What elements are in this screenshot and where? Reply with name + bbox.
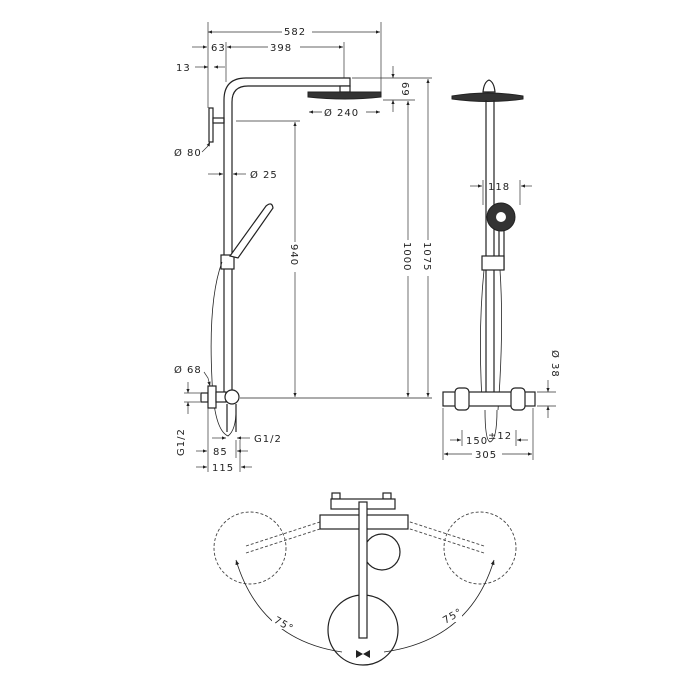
- dim-118: 118: [488, 182, 510, 193]
- head-joint: [339, 85, 351, 93]
- angle-right: 75°: [441, 607, 464, 627]
- top-nut-left: [331, 492, 341, 500]
- dim-69: 69: [399, 82, 410, 97]
- dim-305: 305: [475, 450, 497, 461]
- top-nut-right: [382, 492, 392, 500]
- top-view: 75° 75°: [213, 492, 517, 666]
- wall-bracket: [212, 117, 225, 124]
- dim-80: Ø 80: [174, 147, 202, 159]
- arm-right-dashed: [403, 519, 485, 554]
- hand-shower: [228, 203, 274, 259]
- hand-shower-holder: [220, 254, 235, 270]
- dim-68: Ø 68: [174, 364, 202, 376]
- overhead-shower: [307, 91, 382, 100]
- dim-582: 582: [284, 27, 306, 38]
- hose-front: [480, 269, 502, 411]
- dim-13: 13: [176, 63, 191, 74]
- head-connector: [482, 79, 496, 93]
- dim-63: 63: [211, 43, 226, 54]
- dim-1000: 1000: [401, 242, 412, 271]
- hand-shower-top: [363, 533, 401, 571]
- dim-240: Ø 240: [324, 107, 359, 119]
- arc-left: [235, 559, 343, 653]
- overhead-shower-front: [451, 92, 524, 102]
- outlet-pipe: [226, 404, 237, 432]
- side-view: 582 63 398 13 69 Ø 240 Ø 80 Ø 25 940 100…: [174, 22, 434, 474]
- dim-85: 85: [213, 447, 228, 458]
- mixer-handle-left: [454, 387, 470, 411]
- dim-38: Ø 38: [549, 350, 561, 378]
- mixer-escutcheon: [207, 385, 217, 409]
- swivel-range-left: [213, 511, 287, 585]
- dim-150: 150: [466, 436, 488, 447]
- front-view: 118 Ø 38 150 ±12 305: [442, 79, 561, 461]
- dim-940: 940: [288, 244, 299, 266]
- mixer-handle-right: [510, 387, 526, 411]
- inlet: [200, 392, 209, 403]
- dim-1075: 1075: [421, 242, 432, 271]
- dim-inlet-g12: G1/2: [176, 428, 187, 456]
- mixer-knob: [224, 389, 240, 405]
- arm-top: [358, 501, 368, 639]
- dim-115: 115: [212, 463, 234, 474]
- dim-398: 398: [270, 43, 292, 54]
- pivot-marker: [356, 650, 370, 658]
- hose-outlet: [484, 409, 498, 443]
- wall-plate: [208, 107, 214, 143]
- dim-tolerance: ±12: [488, 431, 512, 442]
- riser-and-arm: [223, 77, 351, 398]
- riser-front: [485, 100, 495, 392]
- arc-right: [383, 559, 495, 653]
- arm-left-dashed: [245, 519, 327, 554]
- hand-shower-face: [496, 212, 506, 222]
- dim-25: Ø 25: [250, 169, 278, 181]
- dim-outlet-g12: G1/2: [254, 434, 282, 445]
- swivel-range-right: [443, 511, 517, 585]
- hand-shower-holder-front: [481, 255, 505, 271]
